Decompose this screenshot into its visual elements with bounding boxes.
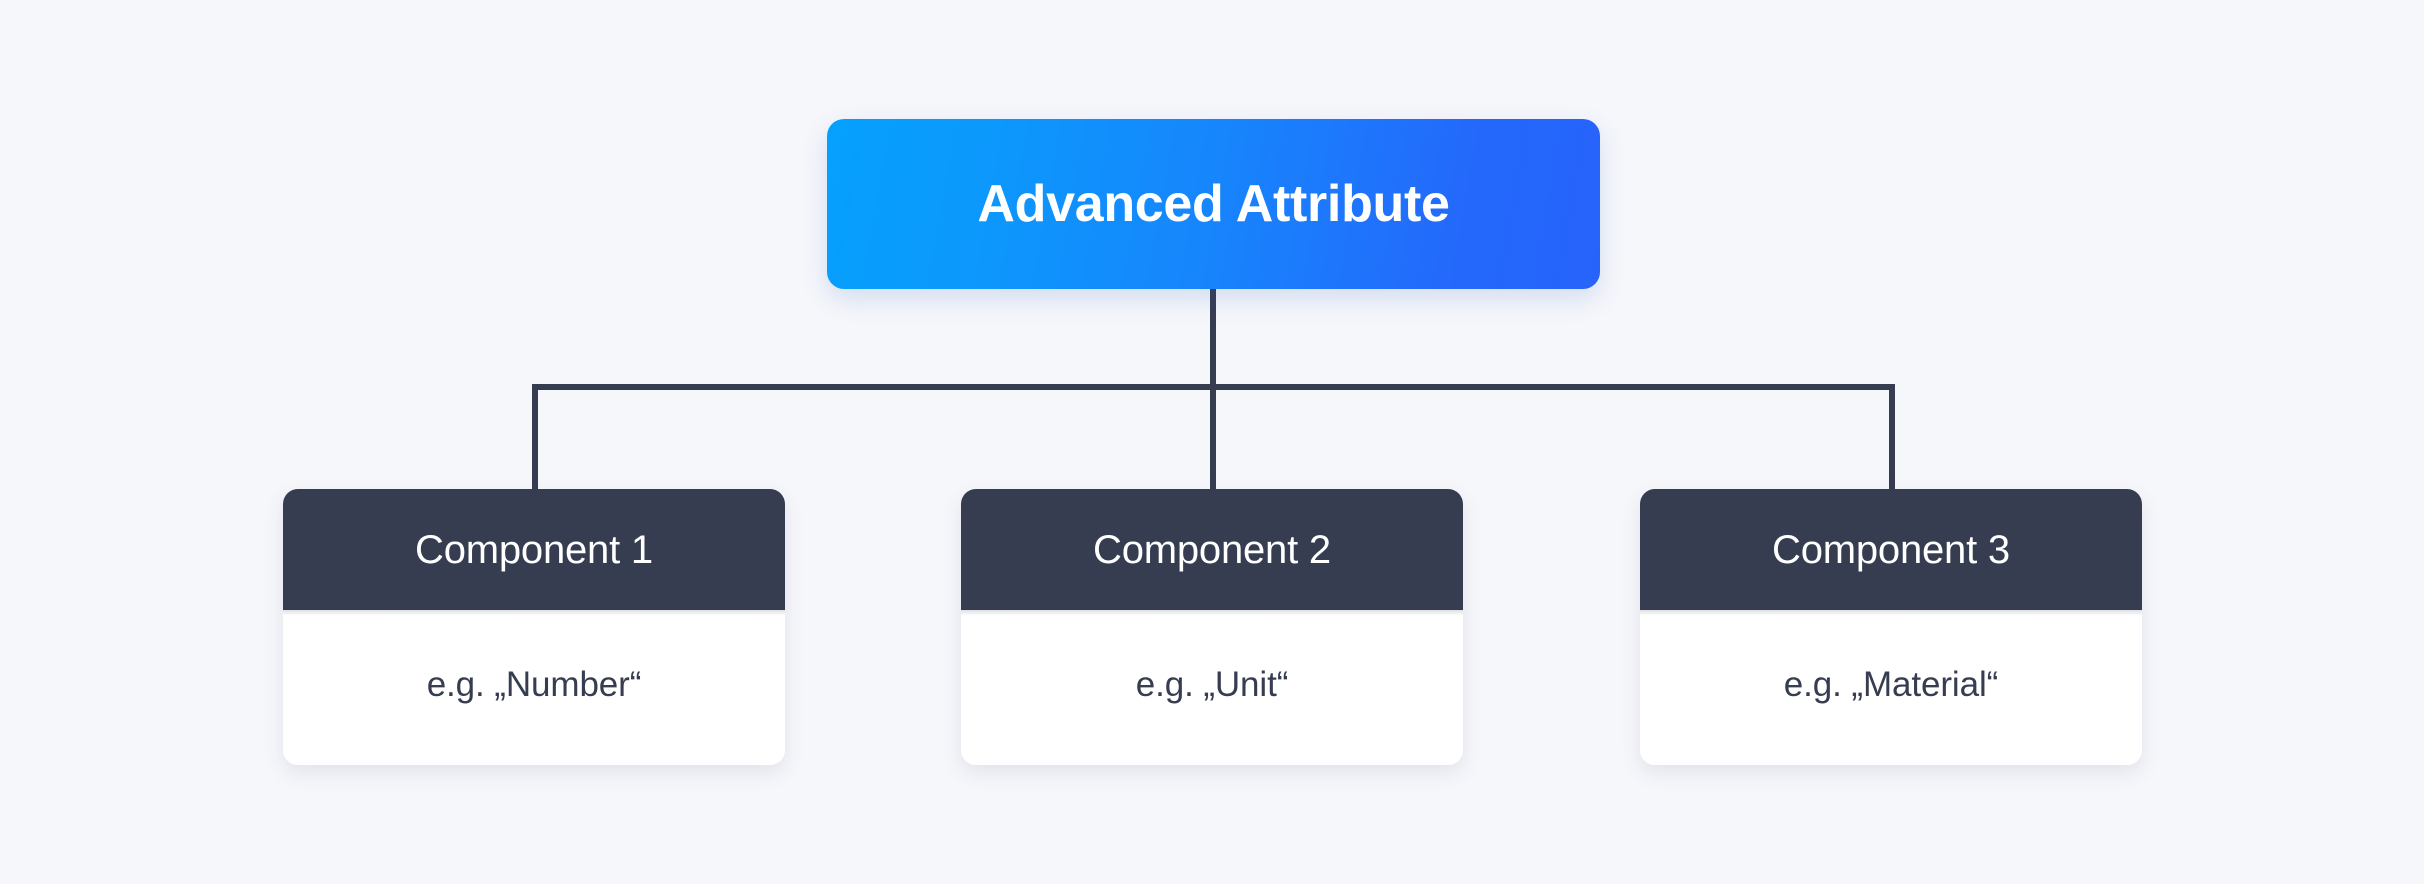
root-node-advanced-attribute[interactable]: Advanced Attribute — [827, 119, 1600, 289]
component-card-3-divider — [1640, 610, 2142, 615]
root-node-label: Advanced Attribute — [977, 175, 1450, 233]
connector-drop-component-2 — [1210, 384, 1216, 494]
component-card-3[interactable]: Component 3 e.g. „Material“ — [1640, 489, 2142, 765]
component-card-2-divider — [961, 610, 1463, 615]
connector-drop-component-1 — [532, 384, 538, 494]
component-card-2-example: e.g. „Unit“ — [1135, 664, 1289, 704]
component-card-1-header: Component 1 — [283, 489, 785, 610]
component-card-3-body: e.g. „Material“ — [1640, 615, 2142, 765]
connector-trunk-line — [1210, 289, 1216, 389]
component-card-1-example: e.g. „Number“ — [426, 664, 642, 704]
component-card-1[interactable]: Component 1 e.g. „Number“ — [283, 489, 785, 765]
component-card-3-title: Component 3 — [1772, 527, 2010, 572]
component-card-2-title: Component 2 — [1093, 527, 1331, 572]
component-card-2-body: e.g. „Unit“ — [961, 615, 1463, 765]
component-card-3-example: e.g. „Material“ — [1783, 664, 1999, 704]
component-card-3-header: Component 3 — [1640, 489, 2142, 610]
component-card-2[interactable]: Component 2 e.g. „Unit“ — [961, 489, 1463, 765]
component-card-1-title: Component 1 — [415, 527, 653, 572]
connector-drop-component-3 — [1889, 384, 1895, 494]
component-card-1-divider — [283, 610, 785, 615]
component-card-2-header: Component 2 — [961, 489, 1463, 610]
component-card-1-body: e.g. „Number“ — [283, 615, 785, 765]
